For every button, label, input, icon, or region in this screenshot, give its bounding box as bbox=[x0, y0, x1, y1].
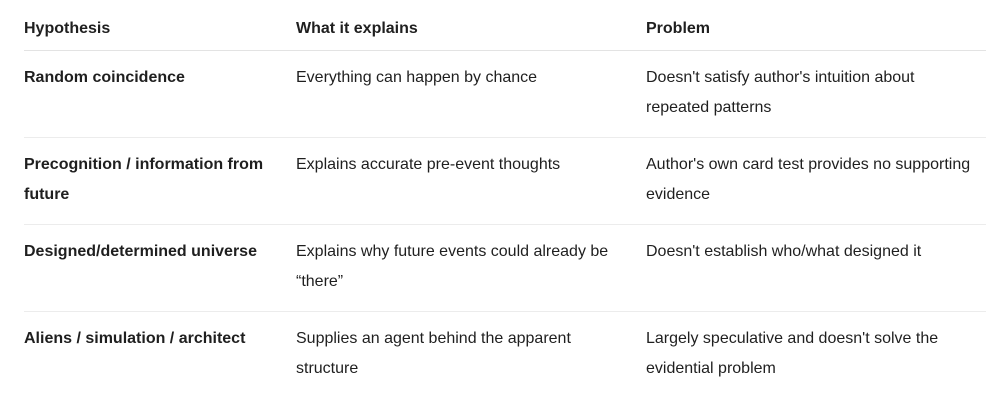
cell-explains: Explains why future events could already… bbox=[296, 224, 646, 312]
cell-problem: Largely speculative and doesn't solve th… bbox=[646, 330, 939, 377]
table-body: Random coincidence Everything can happen… bbox=[24, 50, 986, 399]
cell-explains: Explains accurate pre-event thoughts bbox=[296, 137, 646, 225]
cell-hypothesis: Precognition / information from future bbox=[24, 137, 296, 225]
table-header: Hypothesis What it explains Problem bbox=[24, 0, 986, 51]
cell-problem: Doesn't satisfy author's intuition about… bbox=[646, 50, 986, 138]
cell-hypothesis: Designed/determined universe bbox=[24, 224, 296, 312]
cell-hypothesis: Random coincidence bbox=[24, 50, 296, 138]
cell-hypothesis: Aliens / simulation / architect bbox=[24, 330, 246, 347]
cell-problem: Author's own card test provides no suppo… bbox=[646, 137, 986, 225]
header-row: Hypothesis What it explains Problem bbox=[24, 0, 986, 51]
table-row: Designed/determined universe Explains wh… bbox=[24, 224, 986, 312]
cell-problem: Doesn't establish who/what designed it bbox=[646, 224, 986, 312]
header-what-it-explains: What it explains bbox=[296, 0, 646, 51]
hypothesis-table: Hypothesis What it explains Problem Rand… bbox=[24, 0, 986, 398]
table-row: Precognition / information from future E… bbox=[24, 137, 986, 225]
header-problem: Problem bbox=[646, 0, 986, 51]
table-row: Random coincidence Everything can happen… bbox=[24, 50, 986, 138]
header-hypothesis: Hypothesis bbox=[24, 0, 296, 51]
cell-explains: Supplies an agent behind the apparent st… bbox=[296, 330, 571, 377]
cell-explains: Everything can happen by chance bbox=[296, 50, 646, 138]
hypothesis-table-container: Hypothesis What it explains Problem Rand… bbox=[24, 0, 986, 398]
table-row: Aliens / simulation / architect Supplies… bbox=[24, 312, 986, 399]
